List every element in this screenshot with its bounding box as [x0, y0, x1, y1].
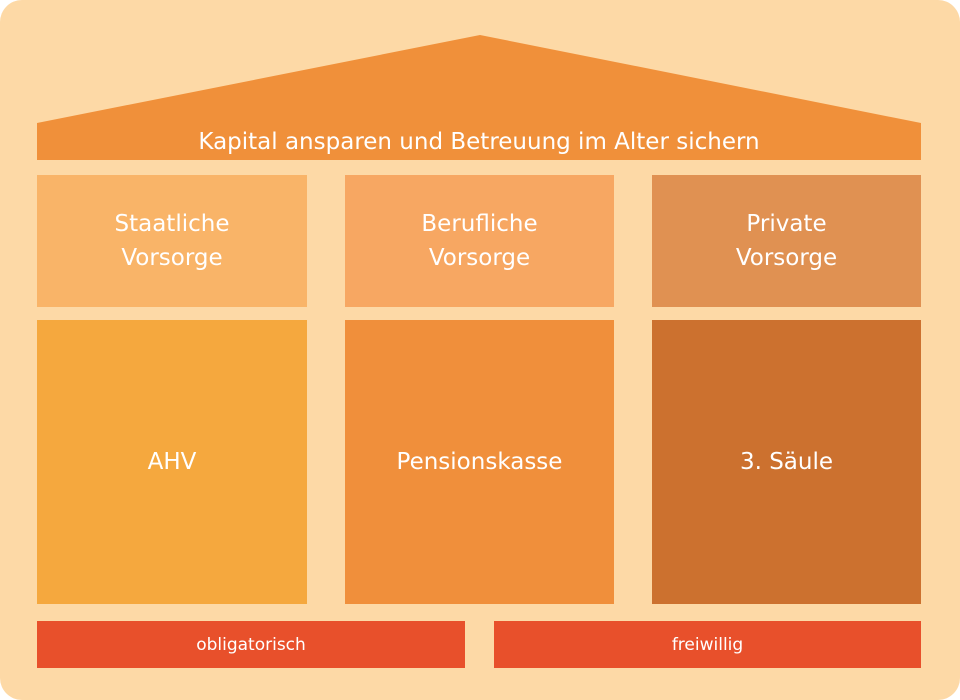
- roof-title: Kapital ansparen und Betreuung im Alter …: [198, 128, 760, 155]
- pillar-ahv: AHV: [37, 320, 307, 604]
- pillar-pensionskasse: Pensionskasse: [345, 320, 614, 604]
- pillar-header-beruflich: Berufliche Vorsorge: [345, 175, 614, 307]
- pillar-header-privat: Private Vorsorge: [652, 175, 921, 307]
- roof-shape: [37, 35, 921, 160]
- foundation-obligatorisch: obligatorisch: [37, 621, 465, 668]
- pillar-3-saeule: 3. Säule: [652, 320, 921, 604]
- pillar-header-staatlich: Staatliche Vorsorge: [37, 175, 307, 307]
- foundation-freiwillig: freiwillig: [494, 621, 921, 668]
